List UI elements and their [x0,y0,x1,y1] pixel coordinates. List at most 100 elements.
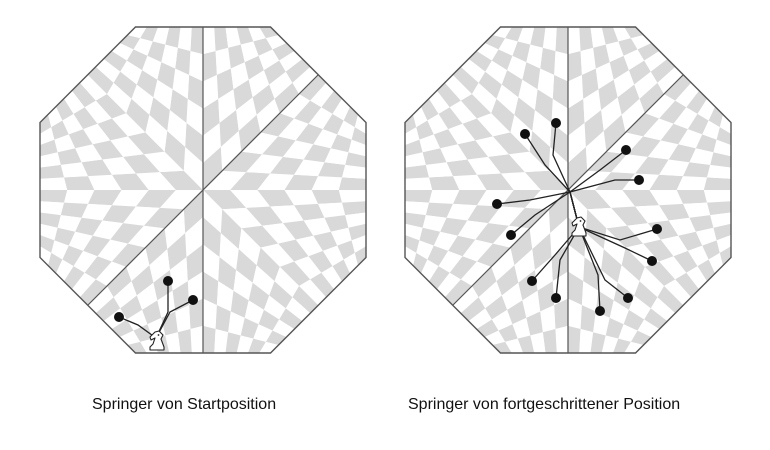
board-square [203,271,219,306]
board-square [274,266,300,298]
board-square [183,146,203,190]
board-square [203,190,223,234]
board-square [282,220,314,240]
board-square [216,68,234,99]
board-square [253,38,273,56]
board-square [62,113,84,135]
board-square [697,98,716,121]
board-square [428,266,450,290]
board-square [222,151,263,173]
board-square [637,319,660,338]
board-square [710,152,731,168]
board-square [703,177,731,190]
board-square [40,164,64,179]
board-square [637,42,660,61]
board-square [126,98,150,133]
board-square [683,202,711,218]
board-square [452,190,487,206]
board-square [405,152,426,168]
board-square [702,240,720,260]
board-square [321,266,343,290]
board-square [157,62,176,90]
board-square [238,228,261,266]
board-square [311,176,343,190]
board-square [467,205,501,224]
board-square [332,98,351,121]
board-square [603,114,626,152]
board-square [405,114,417,134]
board-square [425,162,453,178]
board-square [405,223,423,241]
board-square [332,259,351,282]
board-square [177,329,192,353]
board-square [241,132,279,155]
board-square [186,98,203,136]
board-square [522,62,541,90]
board-square [678,129,703,149]
board-square [262,223,296,244]
board-square [568,217,586,258]
board-square [135,172,176,190]
board-square [689,215,714,232]
board-square [278,118,309,141]
board-square [605,317,624,339]
board-square [106,82,132,114]
board-square [87,190,122,206]
board-square [203,27,216,55]
knight-move-target [623,293,633,303]
board-square [617,265,640,296]
board-square [68,129,93,149]
board-square [40,212,61,228]
board-square [550,217,568,258]
board-square [81,159,112,177]
board-square [532,110,552,147]
board-square [203,146,223,190]
board-square [292,66,319,94]
board-square [215,305,231,333]
board-square [225,332,241,353]
board-square [252,84,275,115]
board-square [644,261,676,287]
board-square [501,70,523,98]
board-square [475,223,509,244]
board-square [220,209,242,250]
board-square [498,324,518,342]
board-square [676,190,708,204]
board-square [526,311,543,336]
board-square [647,140,679,160]
board-square [136,70,158,98]
board-square [257,173,295,190]
board-square [624,341,644,353]
board-square [294,159,325,177]
board-square [551,98,568,136]
board-square [555,27,568,55]
board-square [460,261,492,287]
knight-move-target [163,276,173,286]
board-square [540,47,556,75]
board-square [428,90,450,114]
board-square [203,217,221,258]
board-square [438,107,463,130]
board-square [460,93,492,119]
board-square [63,190,95,204]
board-square [354,114,366,134]
board-square [609,55,629,80]
knight-icon [571,216,587,237]
board-square [127,27,147,39]
board-square [136,282,158,310]
board-square [40,235,55,253]
octagonal-board-advanced [404,26,732,354]
board-square [262,136,296,157]
board-square [111,113,146,137]
board-square [689,148,714,165]
board-square [97,118,128,141]
board-square [322,245,344,267]
board-square [143,207,184,229]
board-square [554,298,568,330]
board-square [241,225,279,248]
board-square [260,243,295,267]
board-square [478,281,502,309]
board-square [230,172,271,190]
board-square [218,257,237,291]
board-square [126,309,148,331]
